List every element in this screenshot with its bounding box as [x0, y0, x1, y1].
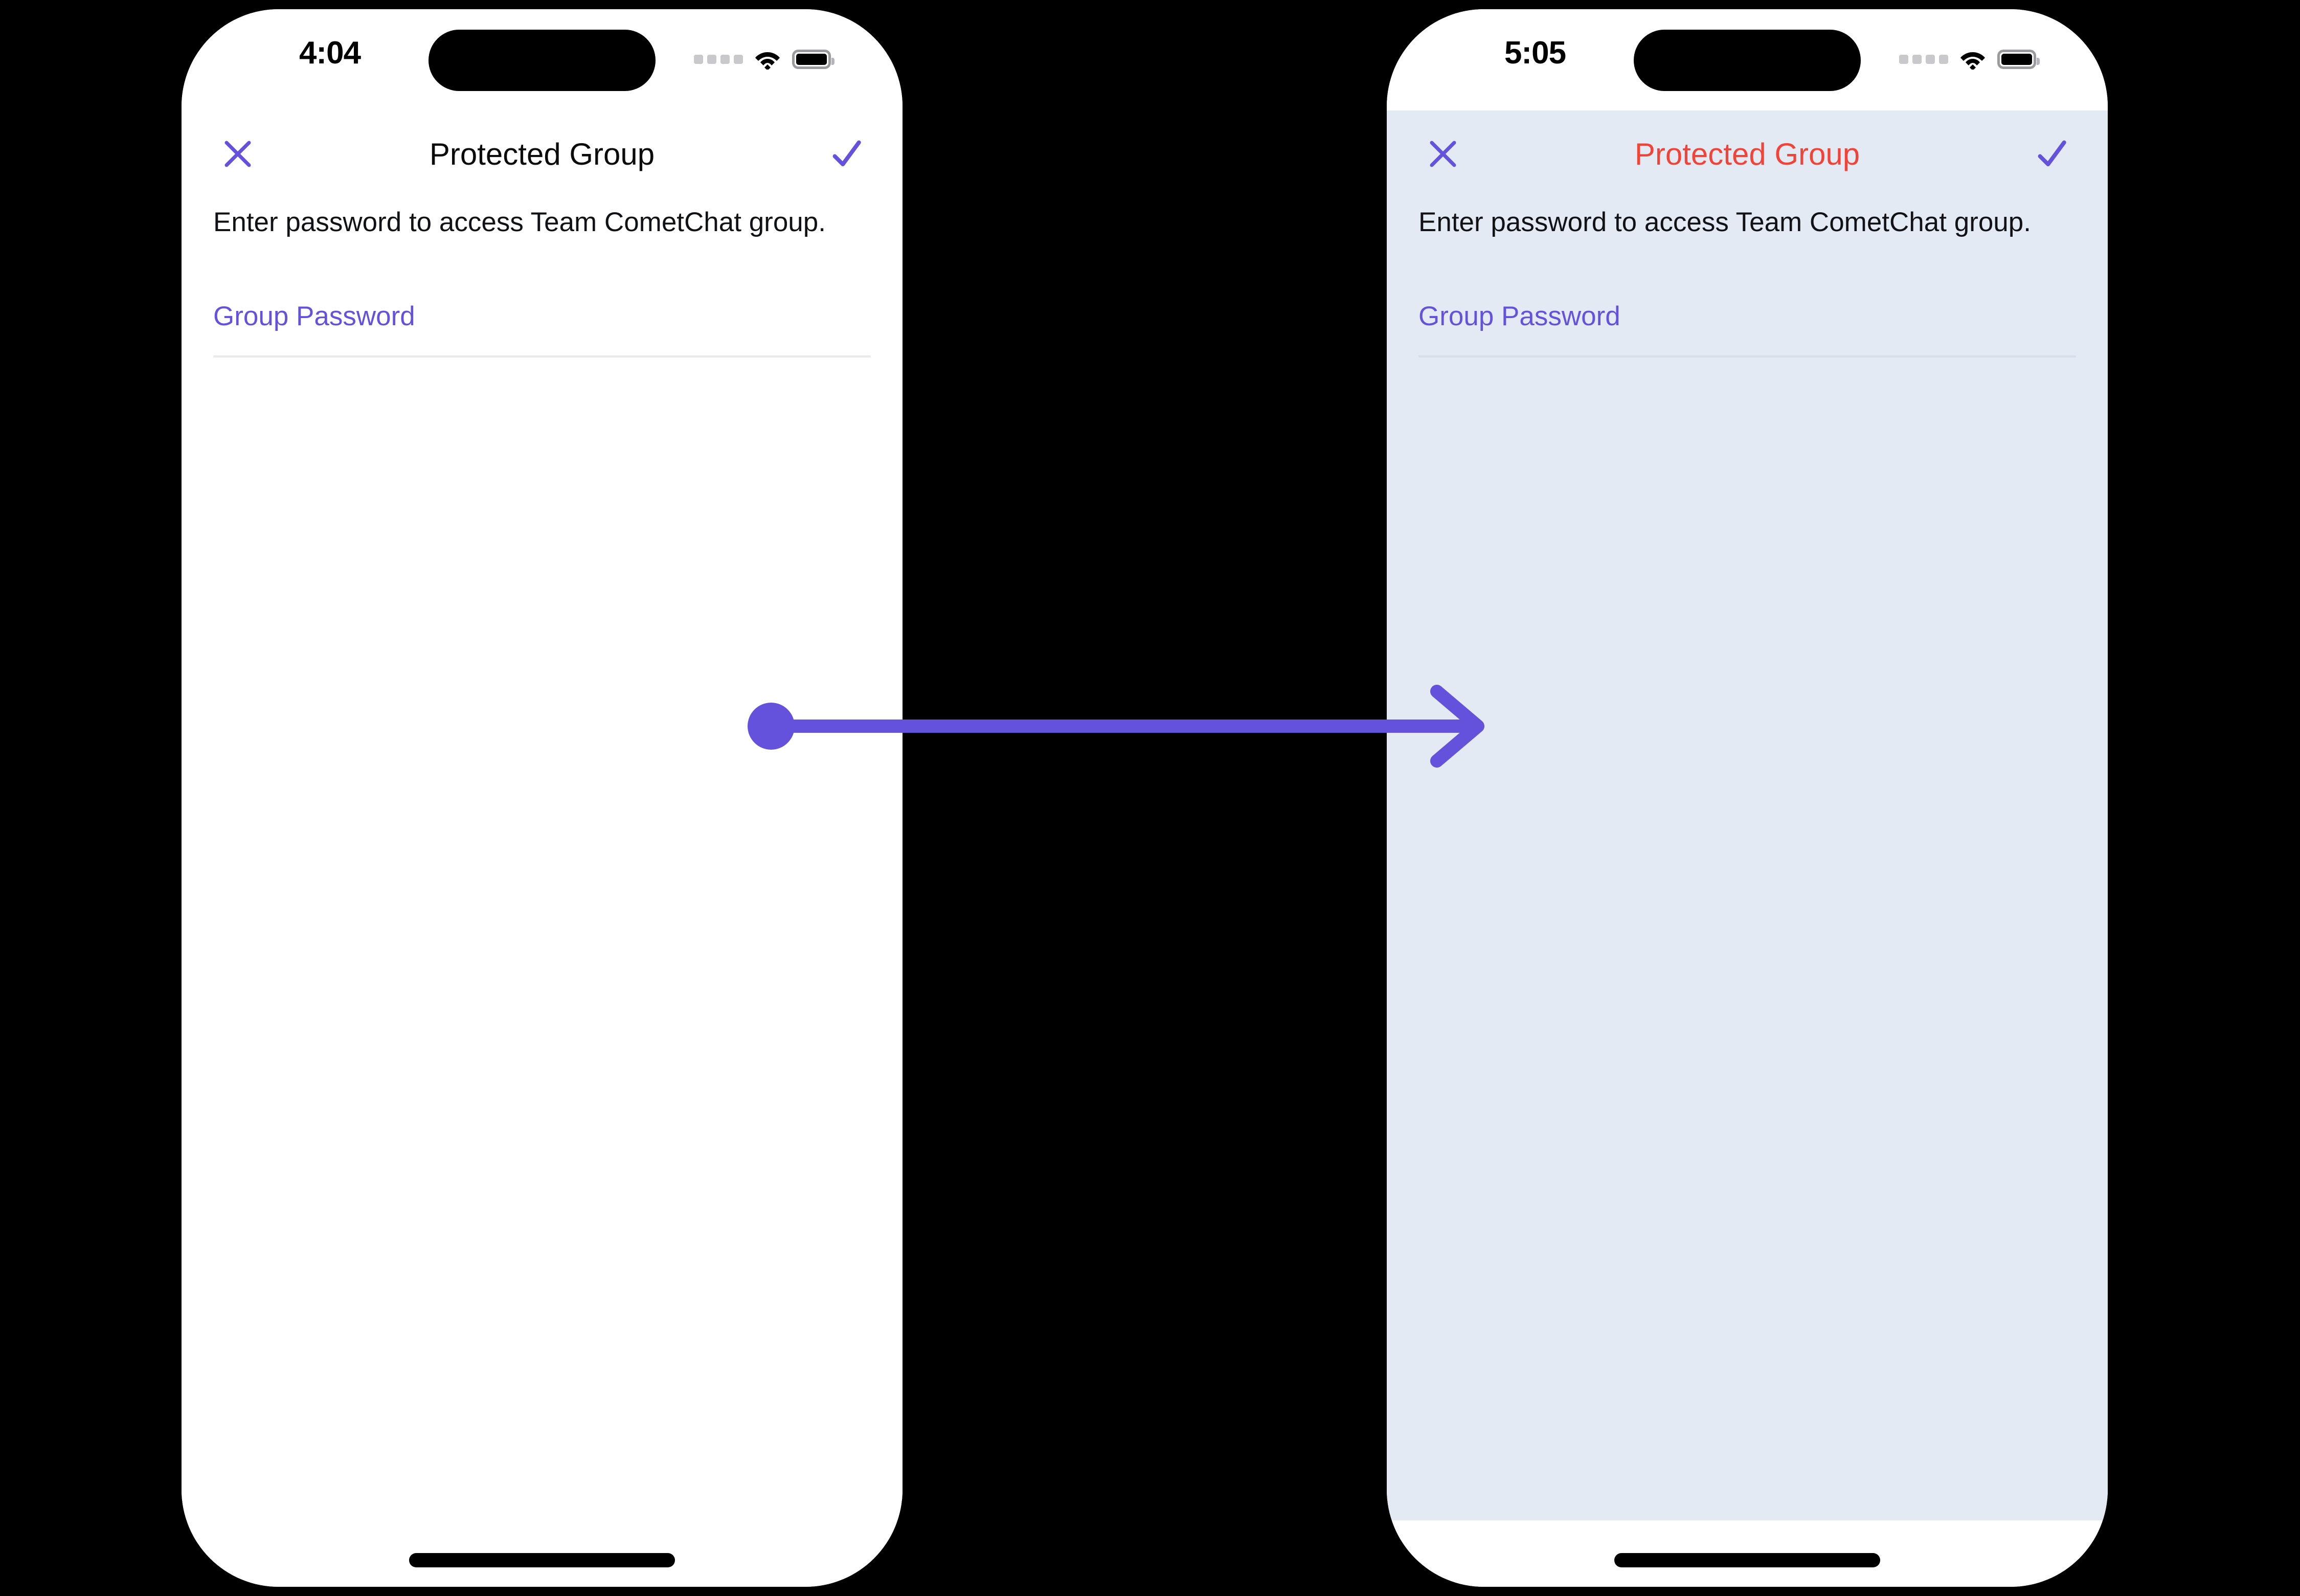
status-bar: 4:04	[182, 9, 903, 110]
navigation-bar: Protected Group	[182, 110, 903, 197]
page-title: Protected Group	[1634, 137, 1860, 171]
status-bar-time: 5:05	[1504, 35, 1566, 71]
field-underline	[1418, 355, 2076, 357]
group-password-placeholder: Group Password	[213, 301, 415, 331]
phone-mockup-left: 4:04 Protected Group	[182, 9, 903, 1587]
screen-content: Protected Group Enter password to access…	[1387, 110, 2108, 1520]
home-indicator-area	[1387, 1520, 2108, 1587]
navigation-bar: Protected Group	[1387, 110, 2108, 197]
check-icon[interactable]	[2027, 129, 2076, 178]
cellular-bars-icon	[694, 55, 743, 64]
instruction-text: Enter password to access Team CometChat …	[1418, 207, 2031, 237]
status-bar-time: 4:04	[299, 35, 361, 71]
home-indicator[interactable]	[1614, 1553, 1880, 1567]
group-password-field[interactable]: Group Password	[1418, 301, 2076, 357]
close-icon[interactable]	[213, 129, 262, 178]
group-password-placeholder: Group Password	[1418, 301, 1620, 331]
dynamic-island	[429, 30, 656, 91]
status-bar-indicators	[694, 49, 835, 71]
wifi-icon	[1959, 49, 1986, 71]
status-bar: 5:05	[1387, 9, 2108, 110]
wifi-icon	[754, 49, 781, 71]
home-indicator-area	[182, 1520, 903, 1587]
battery-icon	[792, 50, 835, 69]
group-password-field[interactable]: Group Password	[213, 301, 871, 357]
screen-content: Protected Group Enter password to access…	[182, 110, 903, 1520]
dynamic-island	[1634, 30, 1861, 91]
status-bar-indicators	[1899, 49, 2040, 71]
instruction-text: Enter password to access Team CometChat …	[213, 207, 826, 237]
phone-screen-right: 5:05 Protected Group	[1387, 9, 2108, 1587]
cellular-bars-icon	[1899, 55, 1948, 64]
page-title: Protected Group	[429, 137, 655, 171]
field-underline	[213, 355, 871, 357]
check-icon[interactable]	[822, 129, 871, 178]
phone-screen-left: 4:04 Protected Group	[182, 9, 903, 1587]
home-indicator[interactable]	[409, 1553, 675, 1567]
battery-icon	[1997, 50, 2040, 69]
close-icon[interactable]	[1418, 129, 1468, 178]
phone-mockup-right: 5:05 Protected Group	[1387, 9, 2108, 1587]
